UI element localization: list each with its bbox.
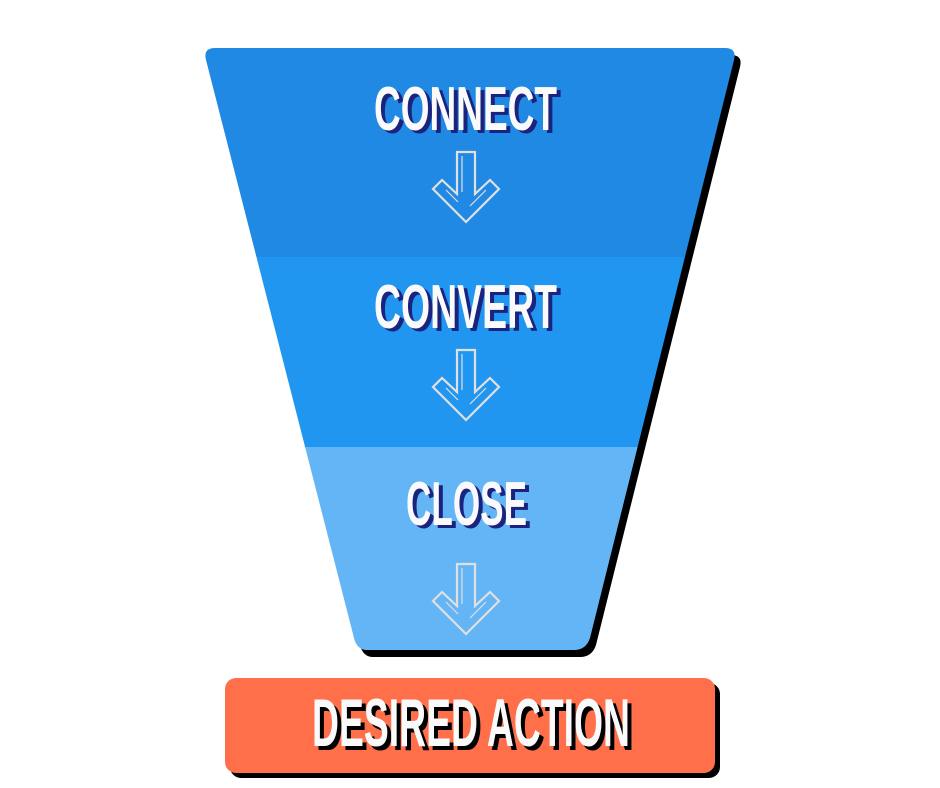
stage-connect-label: CONNECT [374,75,557,144]
stage-close-label: CLOSE [406,470,527,539]
desired-action-label: DESIRED ACTION [312,685,630,761]
stage-connect-band [205,48,735,257]
desired-action-box [225,678,715,773]
stage-convert-label: CONVERT [374,273,557,342]
